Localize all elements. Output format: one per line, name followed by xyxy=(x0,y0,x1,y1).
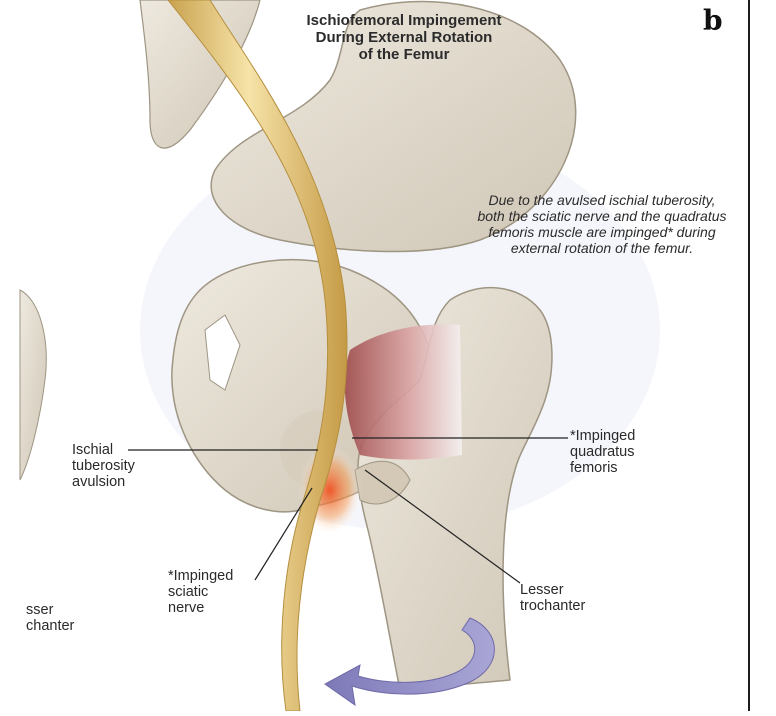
caption-line: external rotation of the femur. xyxy=(444,240,760,256)
caption-line: femoris muscle are impinged* during xyxy=(444,224,760,240)
caption: Due to the avulsed ischial tuberosity, b… xyxy=(444,192,760,256)
panel-letter: b xyxy=(703,4,723,37)
caption-line: both the sciatic nerve and the quadratus xyxy=(444,208,760,224)
label-line: nerve xyxy=(168,600,233,616)
panel-divider xyxy=(748,0,750,711)
label-line: Lesser xyxy=(520,582,585,598)
diagram-title: Ischiofemoral Impingement During Externa… xyxy=(254,12,554,63)
label-lesser-trochanter: Lesser trochanter xyxy=(520,582,585,614)
label-line: sciatic xyxy=(168,584,233,600)
quadratus-femoris-muscle xyxy=(345,324,462,459)
title-line: of the Femur xyxy=(254,46,554,63)
label-line: *Impinged xyxy=(168,568,233,584)
caption-line: Due to the avulsed ischial tuberosity, xyxy=(444,192,760,208)
label-ischial-tuberosity: Ischial tuberosity avulsion xyxy=(72,442,135,490)
left-partial-bone xyxy=(20,290,46,480)
label-line: quadratus xyxy=(570,444,635,460)
label-line: trochanter xyxy=(520,598,585,614)
title-line: During External Rotation xyxy=(254,29,554,46)
label-left-lesser-trochanter: sser chanter xyxy=(26,602,74,634)
label-line: *Impinged xyxy=(570,428,635,444)
label-line: chanter xyxy=(26,618,74,634)
label-line: avulsion xyxy=(72,474,135,490)
label-line: sser xyxy=(26,602,74,618)
label-line: femoris xyxy=(570,460,635,476)
label-impinged-quadratus: *Impinged quadratus femoris xyxy=(570,428,635,476)
title-line: Ischiofemoral Impingement xyxy=(254,12,554,29)
label-line: Ischial xyxy=(72,442,135,458)
label-line: tuberosity xyxy=(72,458,135,474)
label-impinged-sciatic: *Impinged sciatic nerve xyxy=(168,568,233,616)
